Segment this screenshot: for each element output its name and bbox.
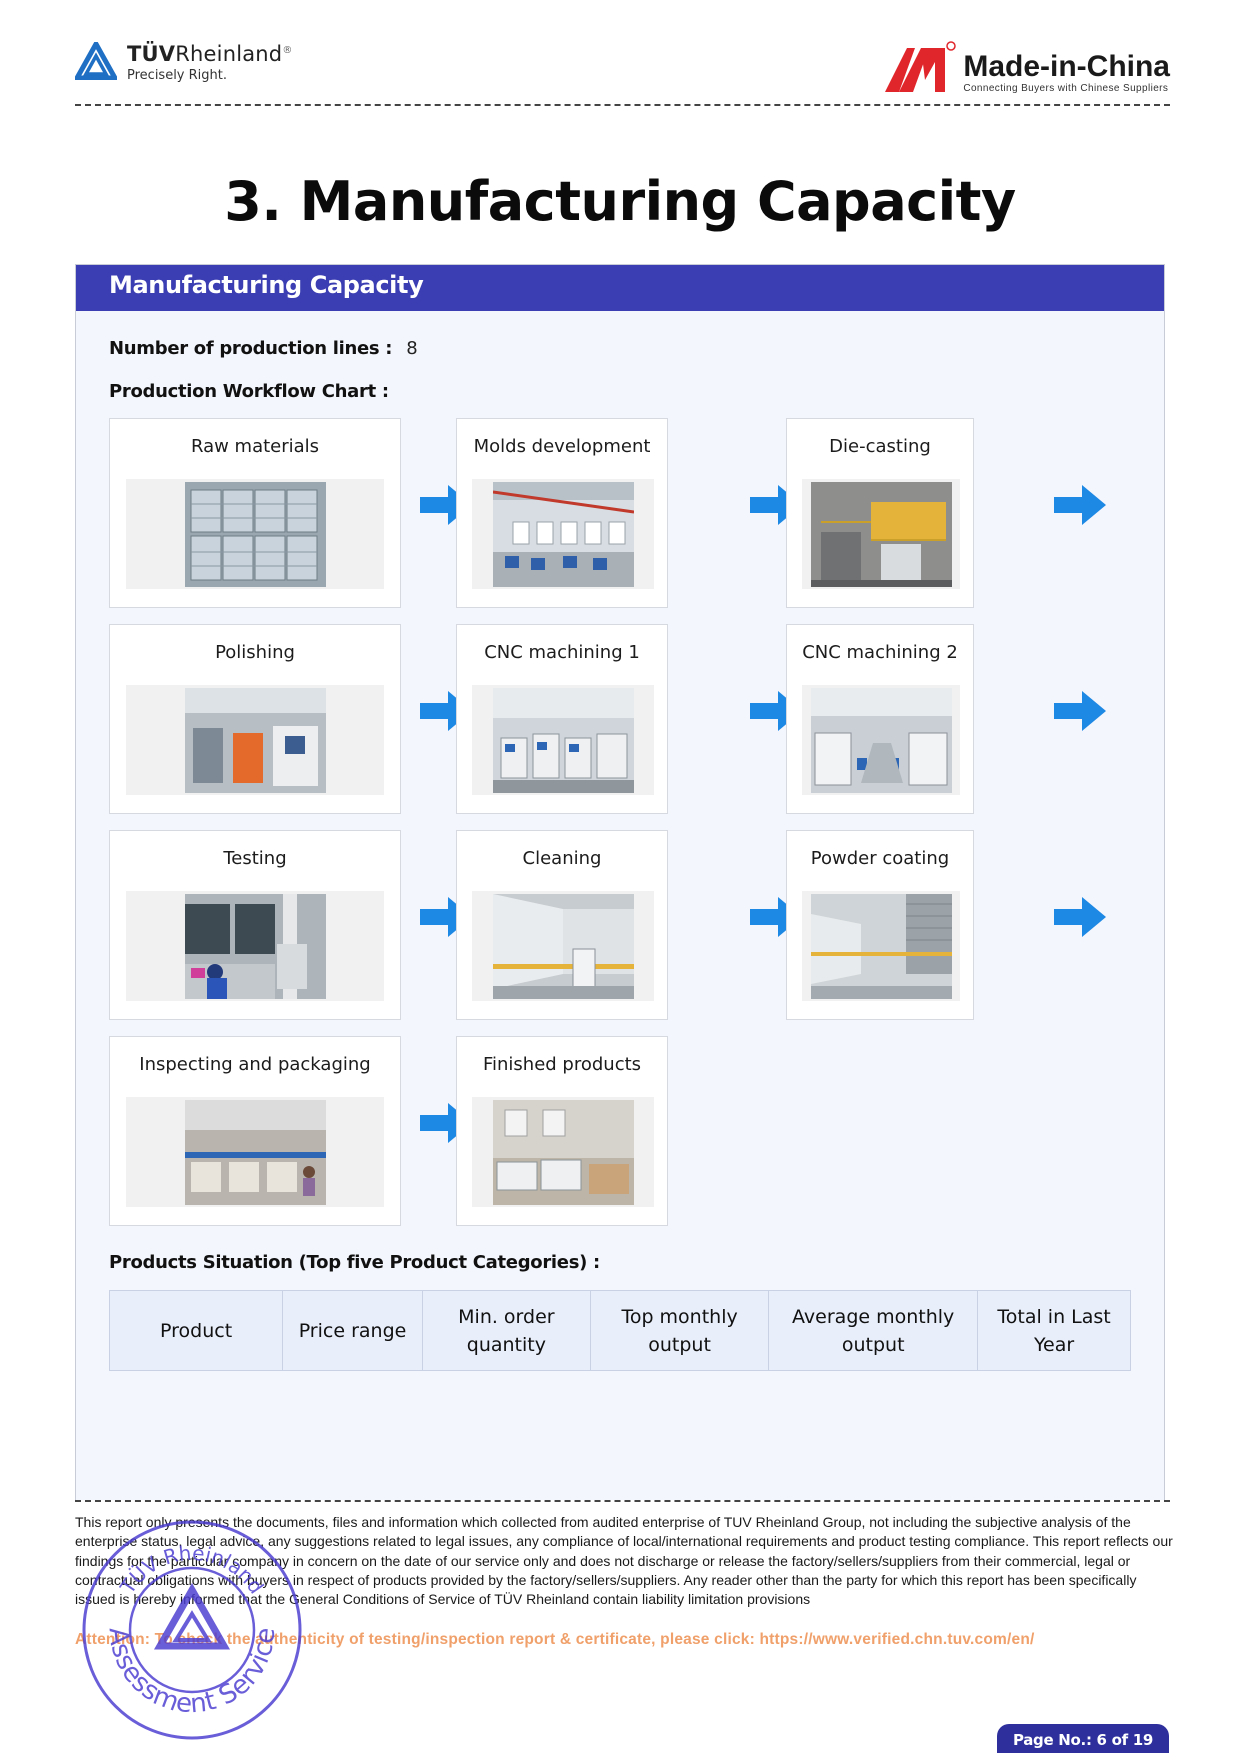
workflow-step-testing: Testing — [109, 830, 401, 1020]
step-label: Polishing — [215, 642, 295, 663]
workflow-step-cnc-machining-2: CNC machining 2 — [786, 624, 974, 814]
products-table: Product Price range Min. order quantity … — [108, 1290, 1131, 1371]
testing-photo — [126, 891, 384, 1001]
tuv-tagline: Precisely Right. — [127, 68, 228, 83]
workflow-label: Production Workflow Chart : — [109, 381, 389, 402]
workflow-step-inspecting-packaging: Inspecting and packaging — [109, 1036, 401, 1226]
die-casting-photo — [802, 479, 960, 589]
polishing-photo — [126, 685, 384, 795]
table-header-price-range: Price range — [282, 1290, 423, 1371]
made-in-china-name: Made-in-China — [963, 50, 1170, 83]
molds-development-photo — [472, 479, 654, 589]
workflow-step-powder-coating: Powder coating — [786, 830, 974, 1020]
table-header-product: Product — [108, 1290, 284, 1371]
made-in-china-m-icon — [885, 41, 957, 92]
workflow-step-cleaning: Cleaning — [456, 830, 668, 1020]
step-label: Raw materials — [190, 436, 320, 457]
inspecting-packaging-photo — [126, 1097, 384, 1207]
step-label: Cleaning — [522, 848, 602, 869]
step-label: CNC machining 2 — [802, 642, 958, 663]
page-header: TÜVRheinland® Precisely Right. Made-in-C… — [75, 38, 1170, 106]
step-label: Inspecting and packaging — [139, 1054, 371, 1075]
flow-arrow-icon — [1054, 691, 1106, 731]
workflow-step-cnc-machining-1: CNC machining 1 — [456, 624, 668, 814]
tuv-brand-rest: Rheinland — [175, 42, 283, 66]
tuv-registered-mark: ® — [282, 45, 293, 56]
workflow-step-finished-products: Finished products — [456, 1036, 668, 1226]
table-header-top-monthly: Top monthly output — [589, 1290, 770, 1371]
products-situation-text: Products Situation (Top five Product Cat… — [109, 1252, 600, 1273]
panel-heading: Manufacturing Capacity — [76, 265, 1164, 311]
powder-coating-photo — [802, 891, 960, 1001]
workflow-step-die-casting: Die-casting — [786, 418, 974, 608]
finished-products-photo — [472, 1097, 654, 1207]
step-label: Die-casting — [829, 436, 931, 457]
workflow-step-polishing: Polishing — [109, 624, 401, 814]
step-label: Powder coating — [810, 848, 950, 869]
tuv-triangle-icon — [75, 42, 117, 80]
cnc-machining-1-photo — [472, 685, 654, 795]
flow-arrow-icon — [1054, 897, 1106, 937]
flow-arrow-icon — [1054, 485, 1106, 525]
table-header-row: Product Price range Min. order quantity … — [108, 1290, 1131, 1371]
products-situation-label: Products Situation (Top five Product Cat… — [109, 1252, 600, 1273]
step-label: Finished products — [482, 1054, 642, 1075]
table-header-total-last-year: Total in Last Year — [977, 1290, 1131, 1371]
table-header-average-monthly: Average monthly output — [768, 1290, 979, 1371]
production-lines-label: Number of production lines : — [109, 338, 393, 359]
tuv-brand-bold: TÜV — [127, 42, 176, 66]
tuv-logo: TÜVRheinland® Precisely Right. — [75, 42, 293, 83]
made-in-china-tagline: Connecting Buyers with Chinese Suppliers — [963, 83, 1169, 94]
workflow-step-molds-development: Molds development — [456, 418, 668, 608]
step-label: Molds development — [473, 436, 651, 457]
page-title: 3. Manufacturing Capacity — [224, 170, 1016, 233]
manufacturing-capacity-panel: Manufacturing Capacity Number of product… — [75, 264, 1165, 1500]
made-in-china-logo: Made-in-China Connecting Buyers with Chi… — [885, 40, 1170, 94]
step-label: Testing — [223, 848, 287, 869]
production-lines-row: Number of production lines : 8 — [109, 338, 418, 359]
assessment-service-stamp-icon: TÜV Rheinland Assessment Service — [82, 1520, 302, 1740]
verification-link[interactable]: Attention: To check the authenticity of … — [75, 1631, 1035, 1648]
workflow-label-text: Production Workflow Chart : — [109, 381, 389, 402]
raw-materials-photo — [126, 479, 384, 589]
disclaimer-text: This report only presents the documents,… — [75, 1514, 1173, 1608]
cleaning-photo — [472, 891, 654, 1001]
footer-divider — [75, 1500, 1170, 1502]
workflow-step-raw-materials: Raw materials — [109, 418, 401, 608]
step-label: CNC machining 1 — [484, 642, 640, 663]
page-number-badge: Page No.: 6 of 19 — [997, 1724, 1169, 1753]
cnc-machining-2-photo — [802, 685, 960, 795]
production-lines-value: 8 — [406, 338, 418, 359]
table-header-min-order: Min. order quantity — [421, 1290, 591, 1371]
